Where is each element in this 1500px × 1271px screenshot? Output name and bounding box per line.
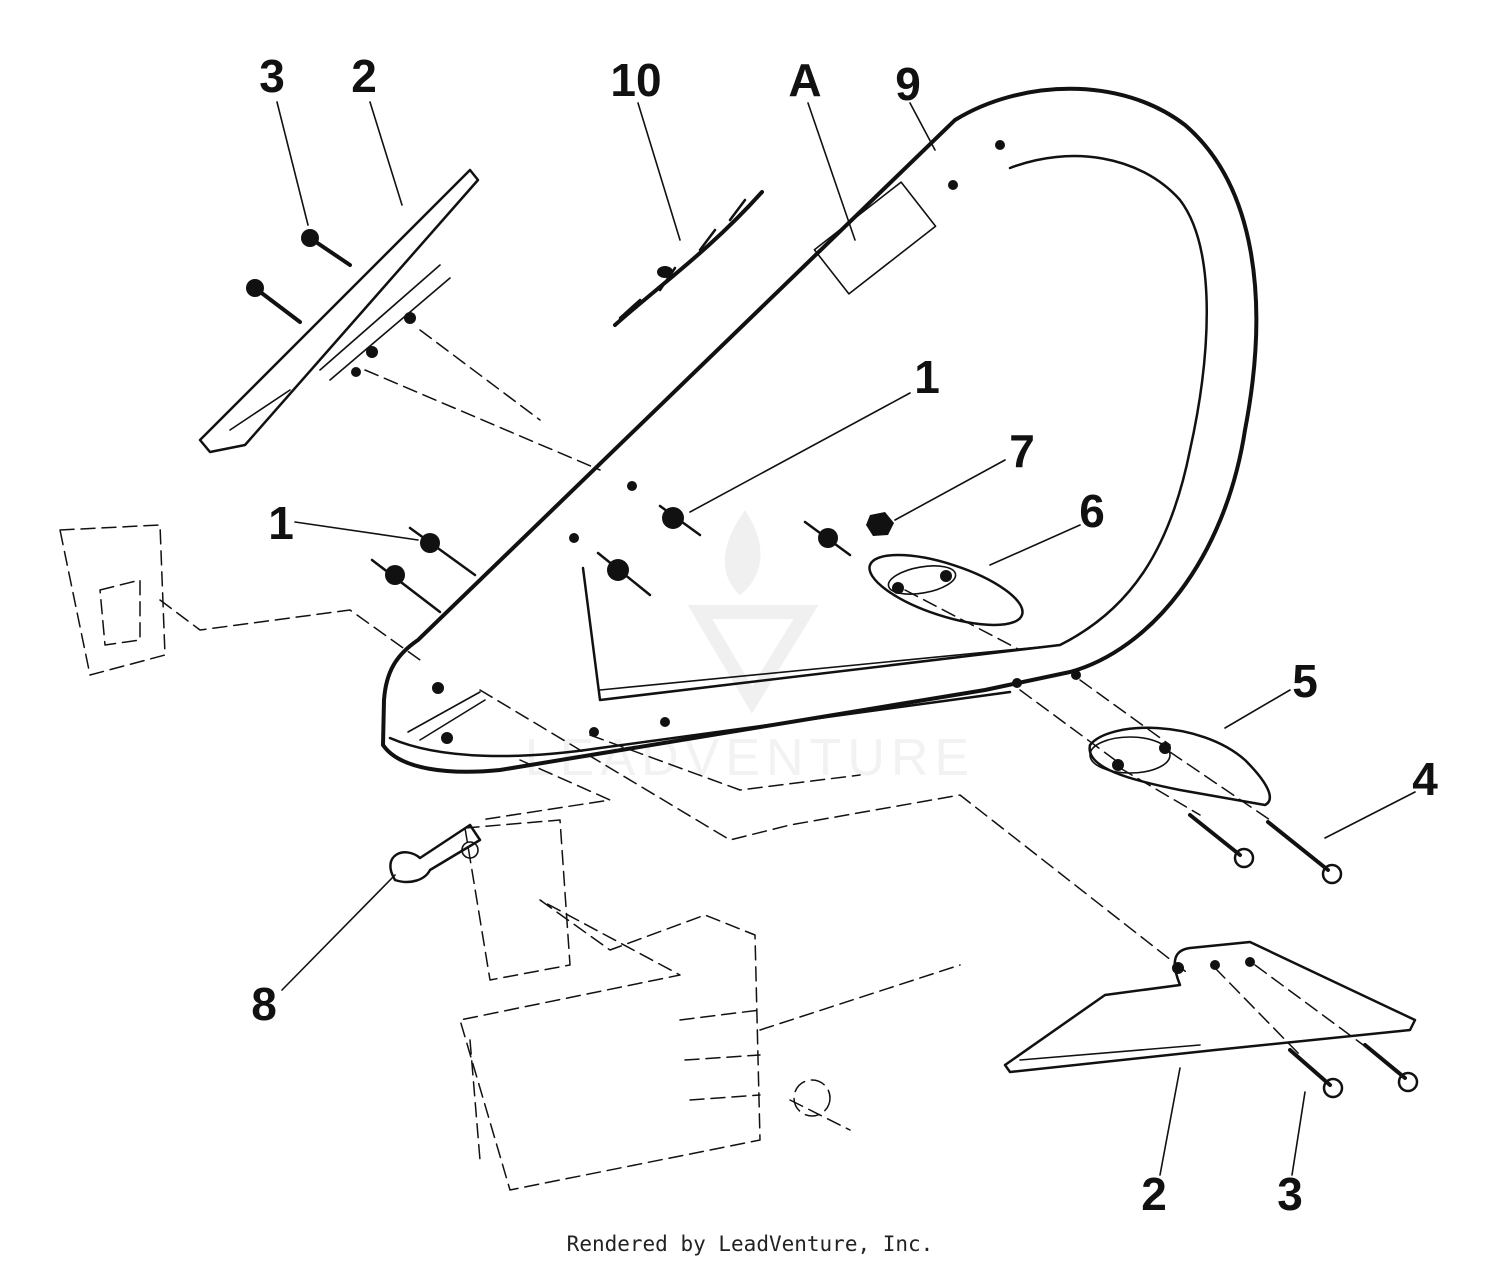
label-4: 4 <box>1412 753 1438 805</box>
label-2-top: 2 <box>351 50 377 102</box>
label-7: 7 <box>1009 425 1035 477</box>
bracket-2-bottom <box>1003 940 1419 1099</box>
render-credit: Rendered by LeadVenture, Inc. <box>566 1232 934 1256</box>
label-10: 10 <box>610 54 661 106</box>
bolt-4-pair <box>1188 813 1343 885</box>
label-3-top: 3 <box>259 50 285 102</box>
phantom-components <box>59 329 1371 1191</box>
bracket-6 <box>868 553 1024 627</box>
bracket-2-top <box>198 168 480 454</box>
label-6: 6 <box>1079 485 1105 537</box>
label-8: 8 <box>251 978 277 1030</box>
label-1-center: 1 <box>914 351 940 403</box>
label-A: A <box>788 54 821 106</box>
label-5: 5 <box>1292 655 1318 707</box>
label-9: 9 <box>895 58 921 110</box>
leader-lines <box>276 101 1416 1176</box>
label-2-bottom: 2 <box>1141 1168 1167 1220</box>
bracket-5 <box>1088 726 1271 807</box>
hardware-nuts <box>370 504 894 614</box>
part-labels: 3 2 10 A 9 1 7 6 1 5 4 8 2 3 <box>251 50 1438 1220</box>
belt-strip-10 <box>613 190 764 327</box>
label-1-left: 1 <box>268 497 294 549</box>
leadventure-logo-watermark: LEADVENTURE <box>525 510 969 787</box>
label-3-bottom: 3 <box>1277 1168 1303 1220</box>
belt-guard <box>381 86 1259 774</box>
